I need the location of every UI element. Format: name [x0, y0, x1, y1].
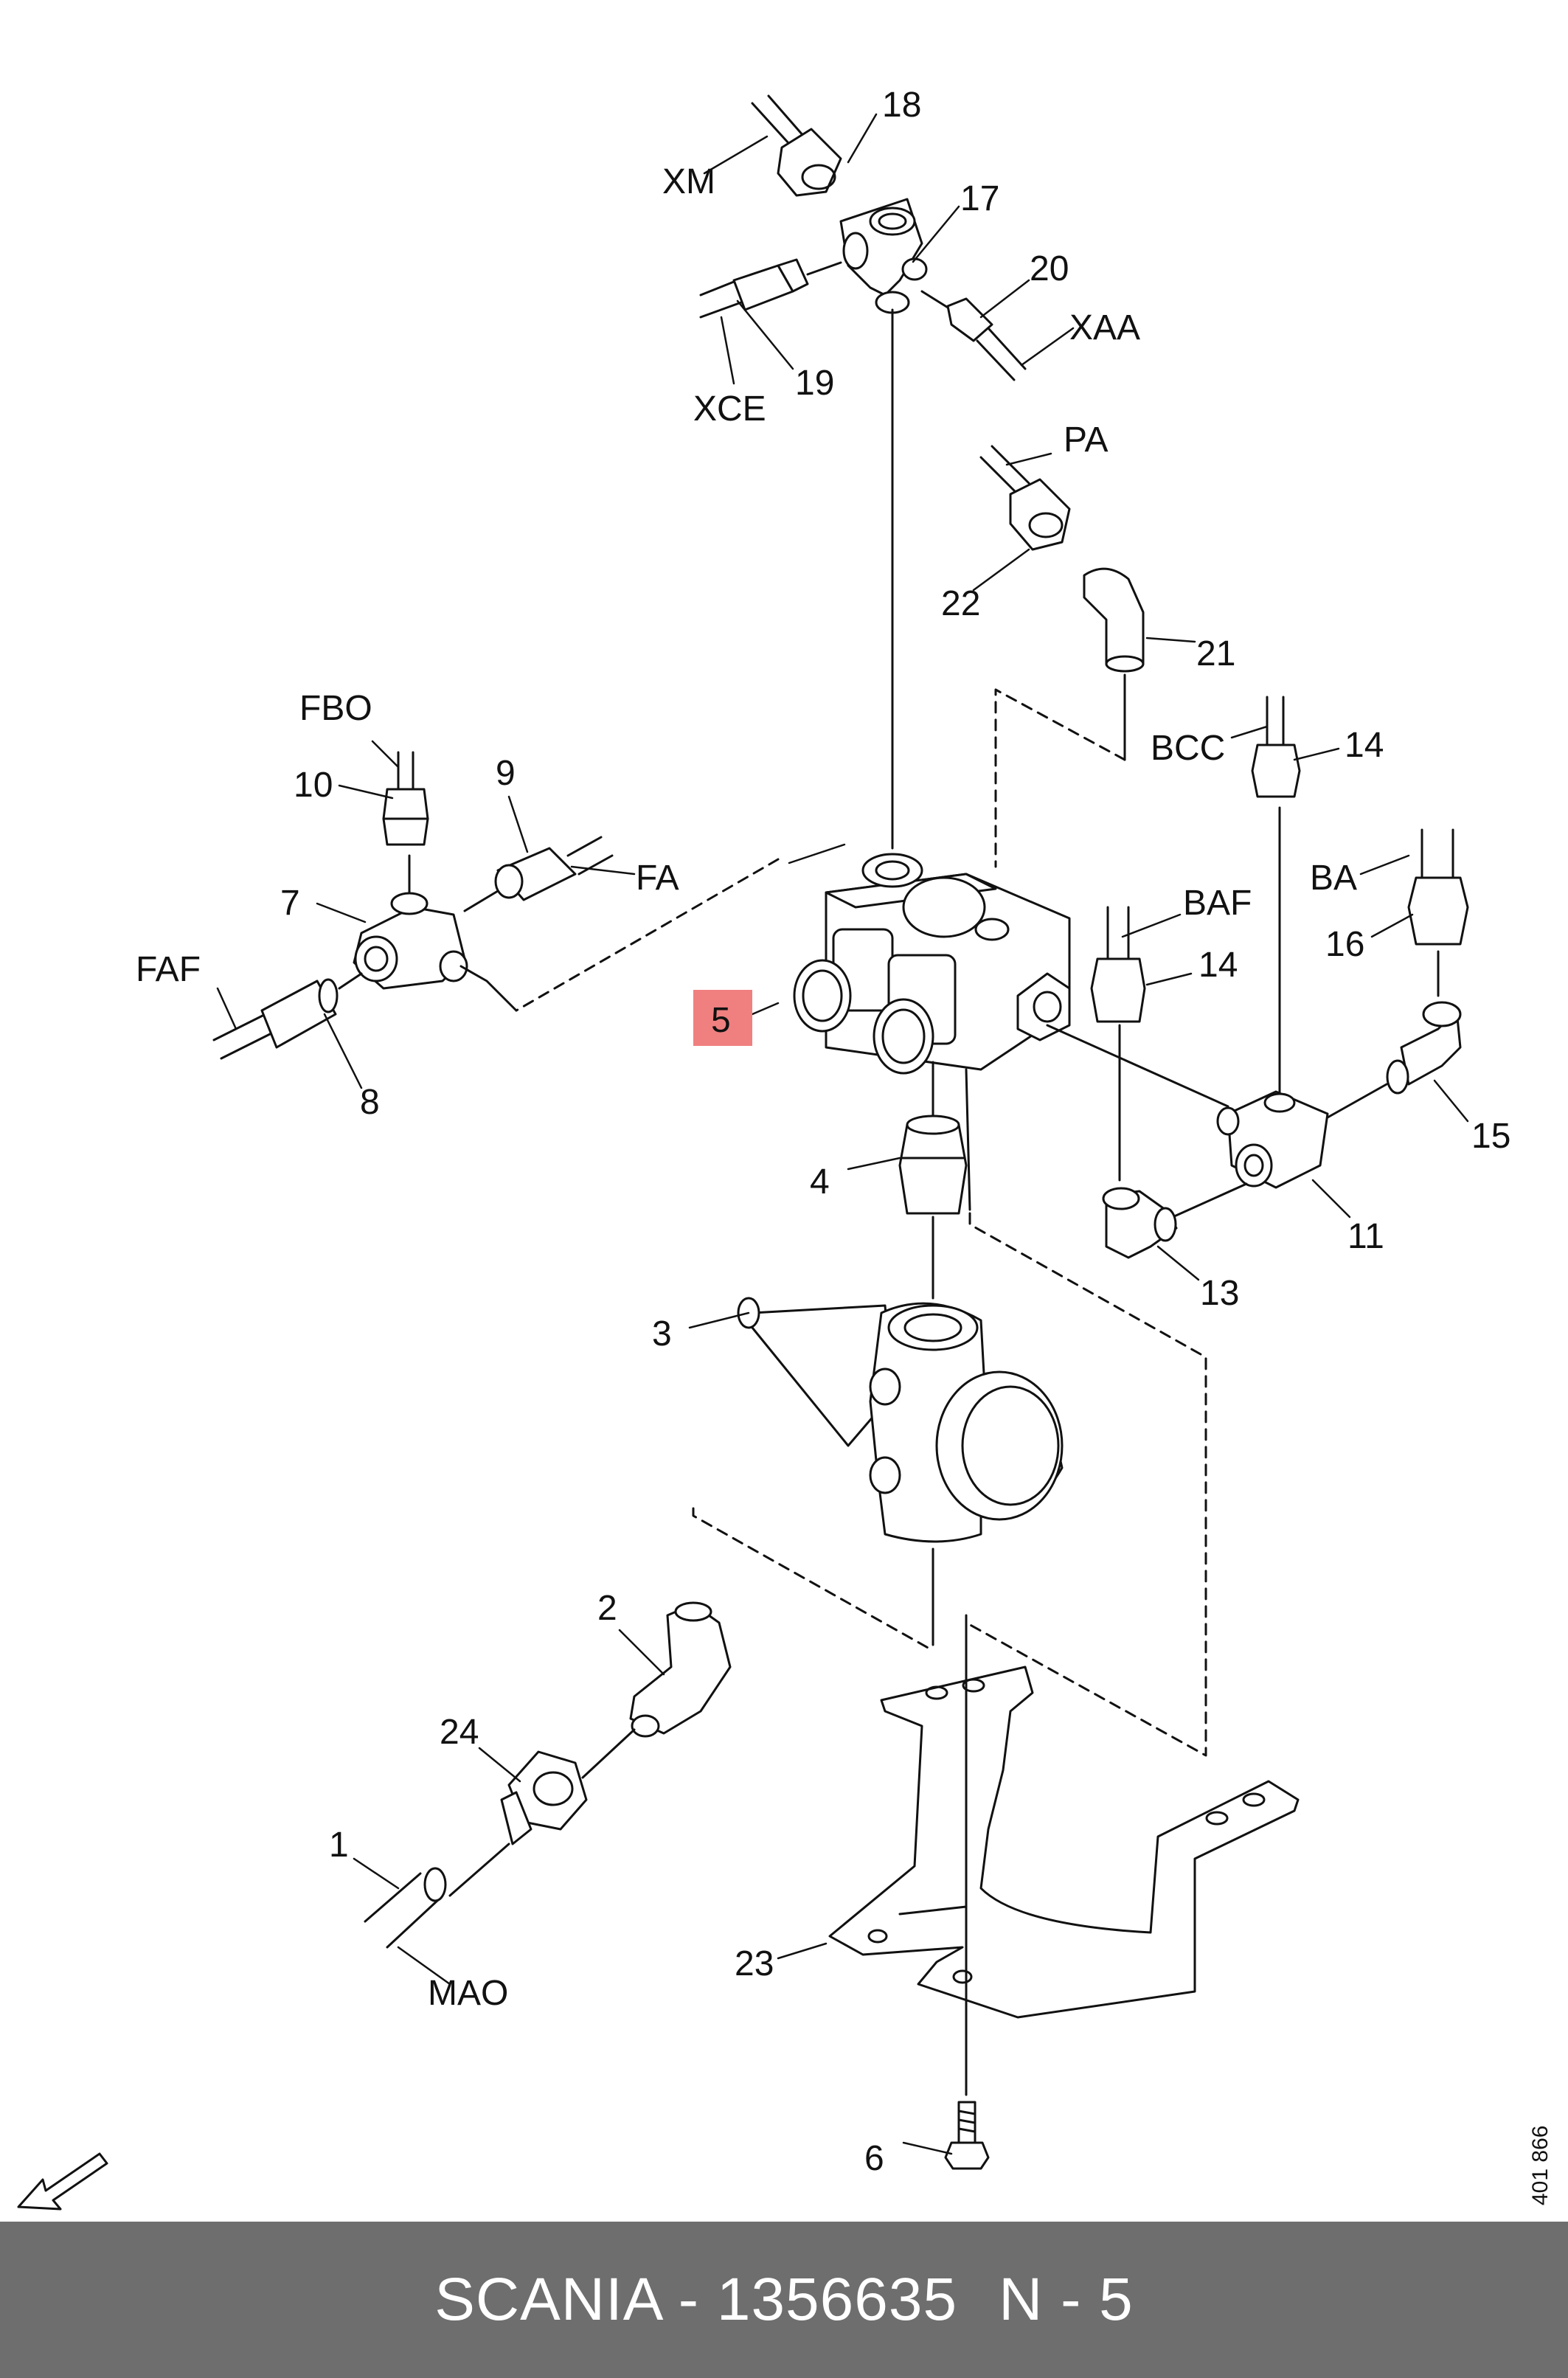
callout-2: 2 — [597, 1589, 617, 1628]
label-mao: MAO — [428, 1974, 508, 2013]
leader-lines — [216, 113, 1469, 2155]
elbow-21 — [1083, 567, 1145, 761]
callout-10: 10 — [294, 766, 333, 805]
nut-18 — [751, 94, 842, 197]
dashed-leaders — [515, 688, 1207, 1757]
bolt-6 — [944, 2101, 990, 2170]
tee-fitting-7 — [353, 854, 518, 1012]
callout-5: 5 — [711, 1001, 731, 1040]
pipe-1 — [364, 1867, 447, 1949]
exploded-parts-diagram: 18 17 20 19 22 21 14 14 16 15 11 13 5 4 … — [17, 86, 1553, 2211]
nut-22 — [979, 445, 1071, 551]
fitting-10 — [382, 751, 429, 846]
fitting-16 — [1407, 828, 1469, 997]
callout-19: 19 — [795, 364, 834, 403]
fitting-9 — [463, 836, 614, 912]
label-faf: FAF — [136, 950, 201, 989]
elbow-13 — [1102, 1187, 1178, 1259]
label-fbo: FBO — [299, 689, 372, 728]
callout-16: 16 — [1325, 925, 1364, 964]
label-xce: XCE — [693, 389, 766, 429]
callout-18: 18 — [882, 86, 921, 125]
callout-23: 23 — [735, 1944, 774, 1983]
callout-11: 11 — [1347, 1217, 1384, 1256]
relay-valve-3 — [737, 1297, 1064, 1646]
label-ba: BA — [1310, 859, 1357, 898]
callout-9: 9 — [496, 754, 516, 793]
label-pa: PA — [1064, 420, 1108, 460]
callout-3: 3 — [652, 1314, 672, 1353]
highlight-box-5 — [693, 990, 752, 1046]
bracket-23 — [828, 1618, 1300, 2096]
part-footer: SCANIA - 1356635 N - 5 — [0, 2222, 1568, 2378]
callout-20: 20 — [1030, 249, 1069, 288]
callout-14-upper: 14 — [1345, 726, 1384, 765]
label-fa: FA — [636, 859, 679, 898]
callout-17: 17 — [960, 179, 999, 218]
fitting-14-bcc — [1251, 696, 1301, 1100]
callout-15: 15 — [1471, 1117, 1510, 1156]
callout-13: 13 — [1200, 1274, 1239, 1313]
fitting-14-baf — [1090, 906, 1146, 1182]
callout-8: 8 — [360, 1083, 380, 1122]
label-xm: XM — [662, 162, 715, 201]
callout-21: 21 — [1196, 634, 1235, 673]
cross-fitting-11 — [1171, 1090, 1329, 1219]
reference-number: 401 866 — [1528, 2126, 1553, 2205]
callout-14-lower: 14 — [1198, 946, 1238, 985]
callout-4: 4 — [810, 1162, 830, 1202]
elbow-15 — [1326, 1001, 1462, 1119]
tee-fitting-17 — [839, 198, 928, 850]
fitting-4 — [898, 1115, 968, 1300]
valve-block-5 — [793, 853, 1229, 1211]
callout-1: 1 — [329, 1826, 349, 1865]
callout-6: 6 — [864, 2139, 884, 2178]
direction-arrow — [17, 2152, 108, 2211]
label-xaa: XAA — [1069, 308, 1140, 347]
nut-24 — [448, 1750, 588, 1897]
label-baf: BAF — [1183, 884, 1252, 923]
part-number-text: SCANIA - 1356635 — [434, 2266, 958, 2333]
fitting-20 — [920, 290, 1027, 381]
callout-22: 22 — [941, 584, 980, 623]
callout-24: 24 — [440, 1713, 479, 1752]
fitting-19 — [699, 258, 842, 319]
label-bcc: BCC — [1151, 729, 1225, 768]
fitting-8 — [212, 972, 363, 1060]
callout-7: 7 — [280, 884, 300, 923]
position-text: N - 5 — [999, 2266, 1134, 2333]
elbow-2 — [581, 1601, 732, 1779]
